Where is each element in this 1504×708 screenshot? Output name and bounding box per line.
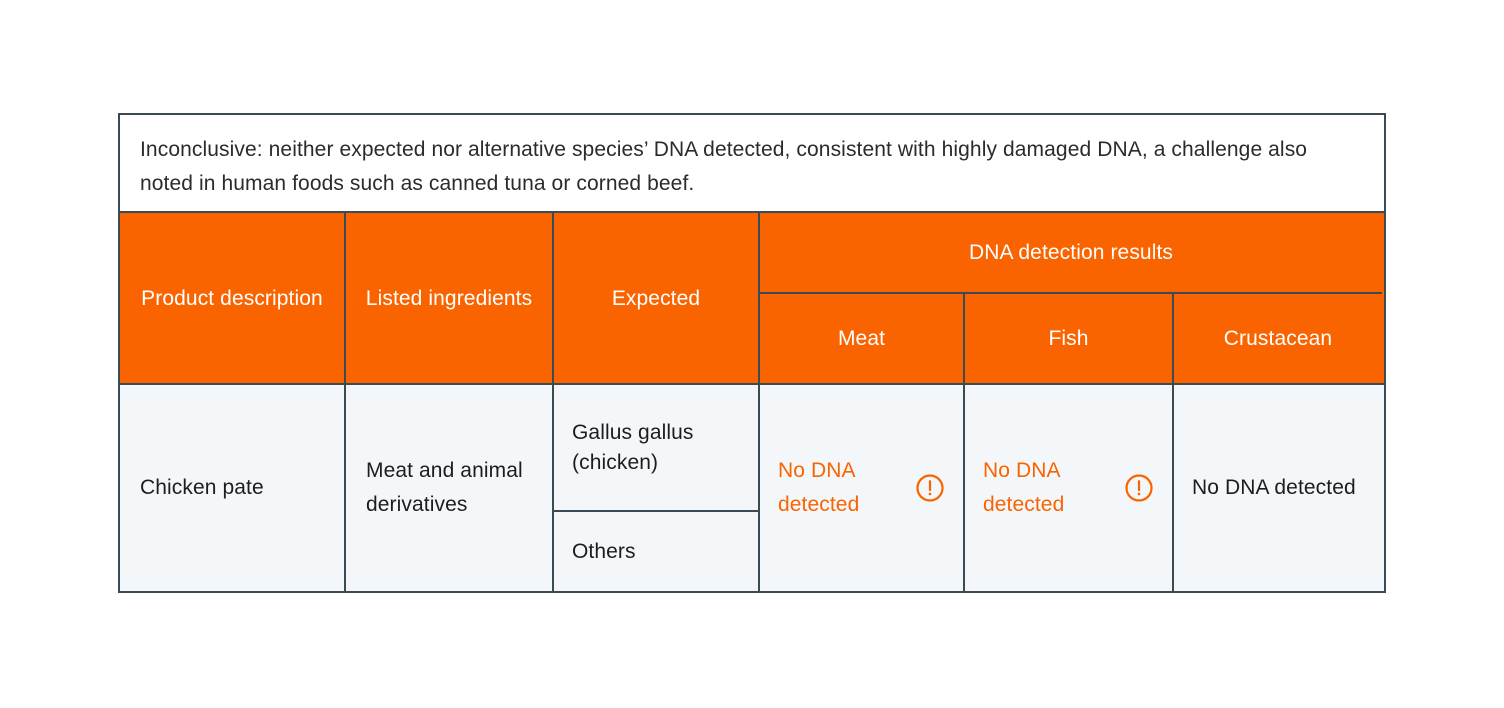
header-dna-detection-results: DNA detection results [760, 213, 1382, 294]
warning-circle-icon [1125, 474, 1153, 502]
result-text-crustacean: No DNA detected [1192, 476, 1356, 499]
header-product-description: Product description [120, 213, 346, 383]
cell-result-fish: No DNA detected [965, 385, 1174, 591]
cell-listed-ingredients: Meat and animal derivatives [346, 385, 554, 591]
warning-circle-icon [916, 474, 944, 502]
table-row: Chicken pate Meat and animal derivatives… [120, 385, 1384, 591]
cell-product-description: Chicken pate [120, 385, 346, 591]
table-header: Product description Listed ingredients E… [120, 213, 1384, 385]
cell-expected-primary: Gallus gallus (chicken) [554, 385, 758, 512]
result-text-meat: No DNA detected [778, 459, 860, 516]
header-subcolumns: Meat Fish Crustacean [760, 294, 1382, 383]
inconclusive-note: Inconclusive: neither expected nor alter… [140, 138, 1308, 195]
cell-expected-others: Others [572, 539, 636, 563]
header-dna-detection-group: DNA detection results Meat Fish Crustace… [760, 213, 1382, 383]
result-text-fish: No DNA detected [983, 459, 1065, 516]
table-caption-row: Inconclusive: neither expected nor alter… [120, 115, 1384, 213]
header-subcolumn-crustacean: Crustacean [1223, 326, 1333, 350]
header-subcolumn-fish: Fish [965, 294, 1174, 383]
header-listed-ingredients: Listed ingredients [346, 213, 554, 383]
header-expected: Expected [554, 213, 760, 383]
cell-expected: Gallus gallus (chicken) Others [554, 385, 760, 591]
dna-results-table: Inconclusive: neither expected nor alter… [118, 113, 1386, 593]
cell-result-crustacean: No DNA detected [1174, 385, 1382, 591]
cell-result-meat: No DNA detected [760, 385, 965, 591]
header-subcolumn-meat: Meat [760, 294, 965, 383]
